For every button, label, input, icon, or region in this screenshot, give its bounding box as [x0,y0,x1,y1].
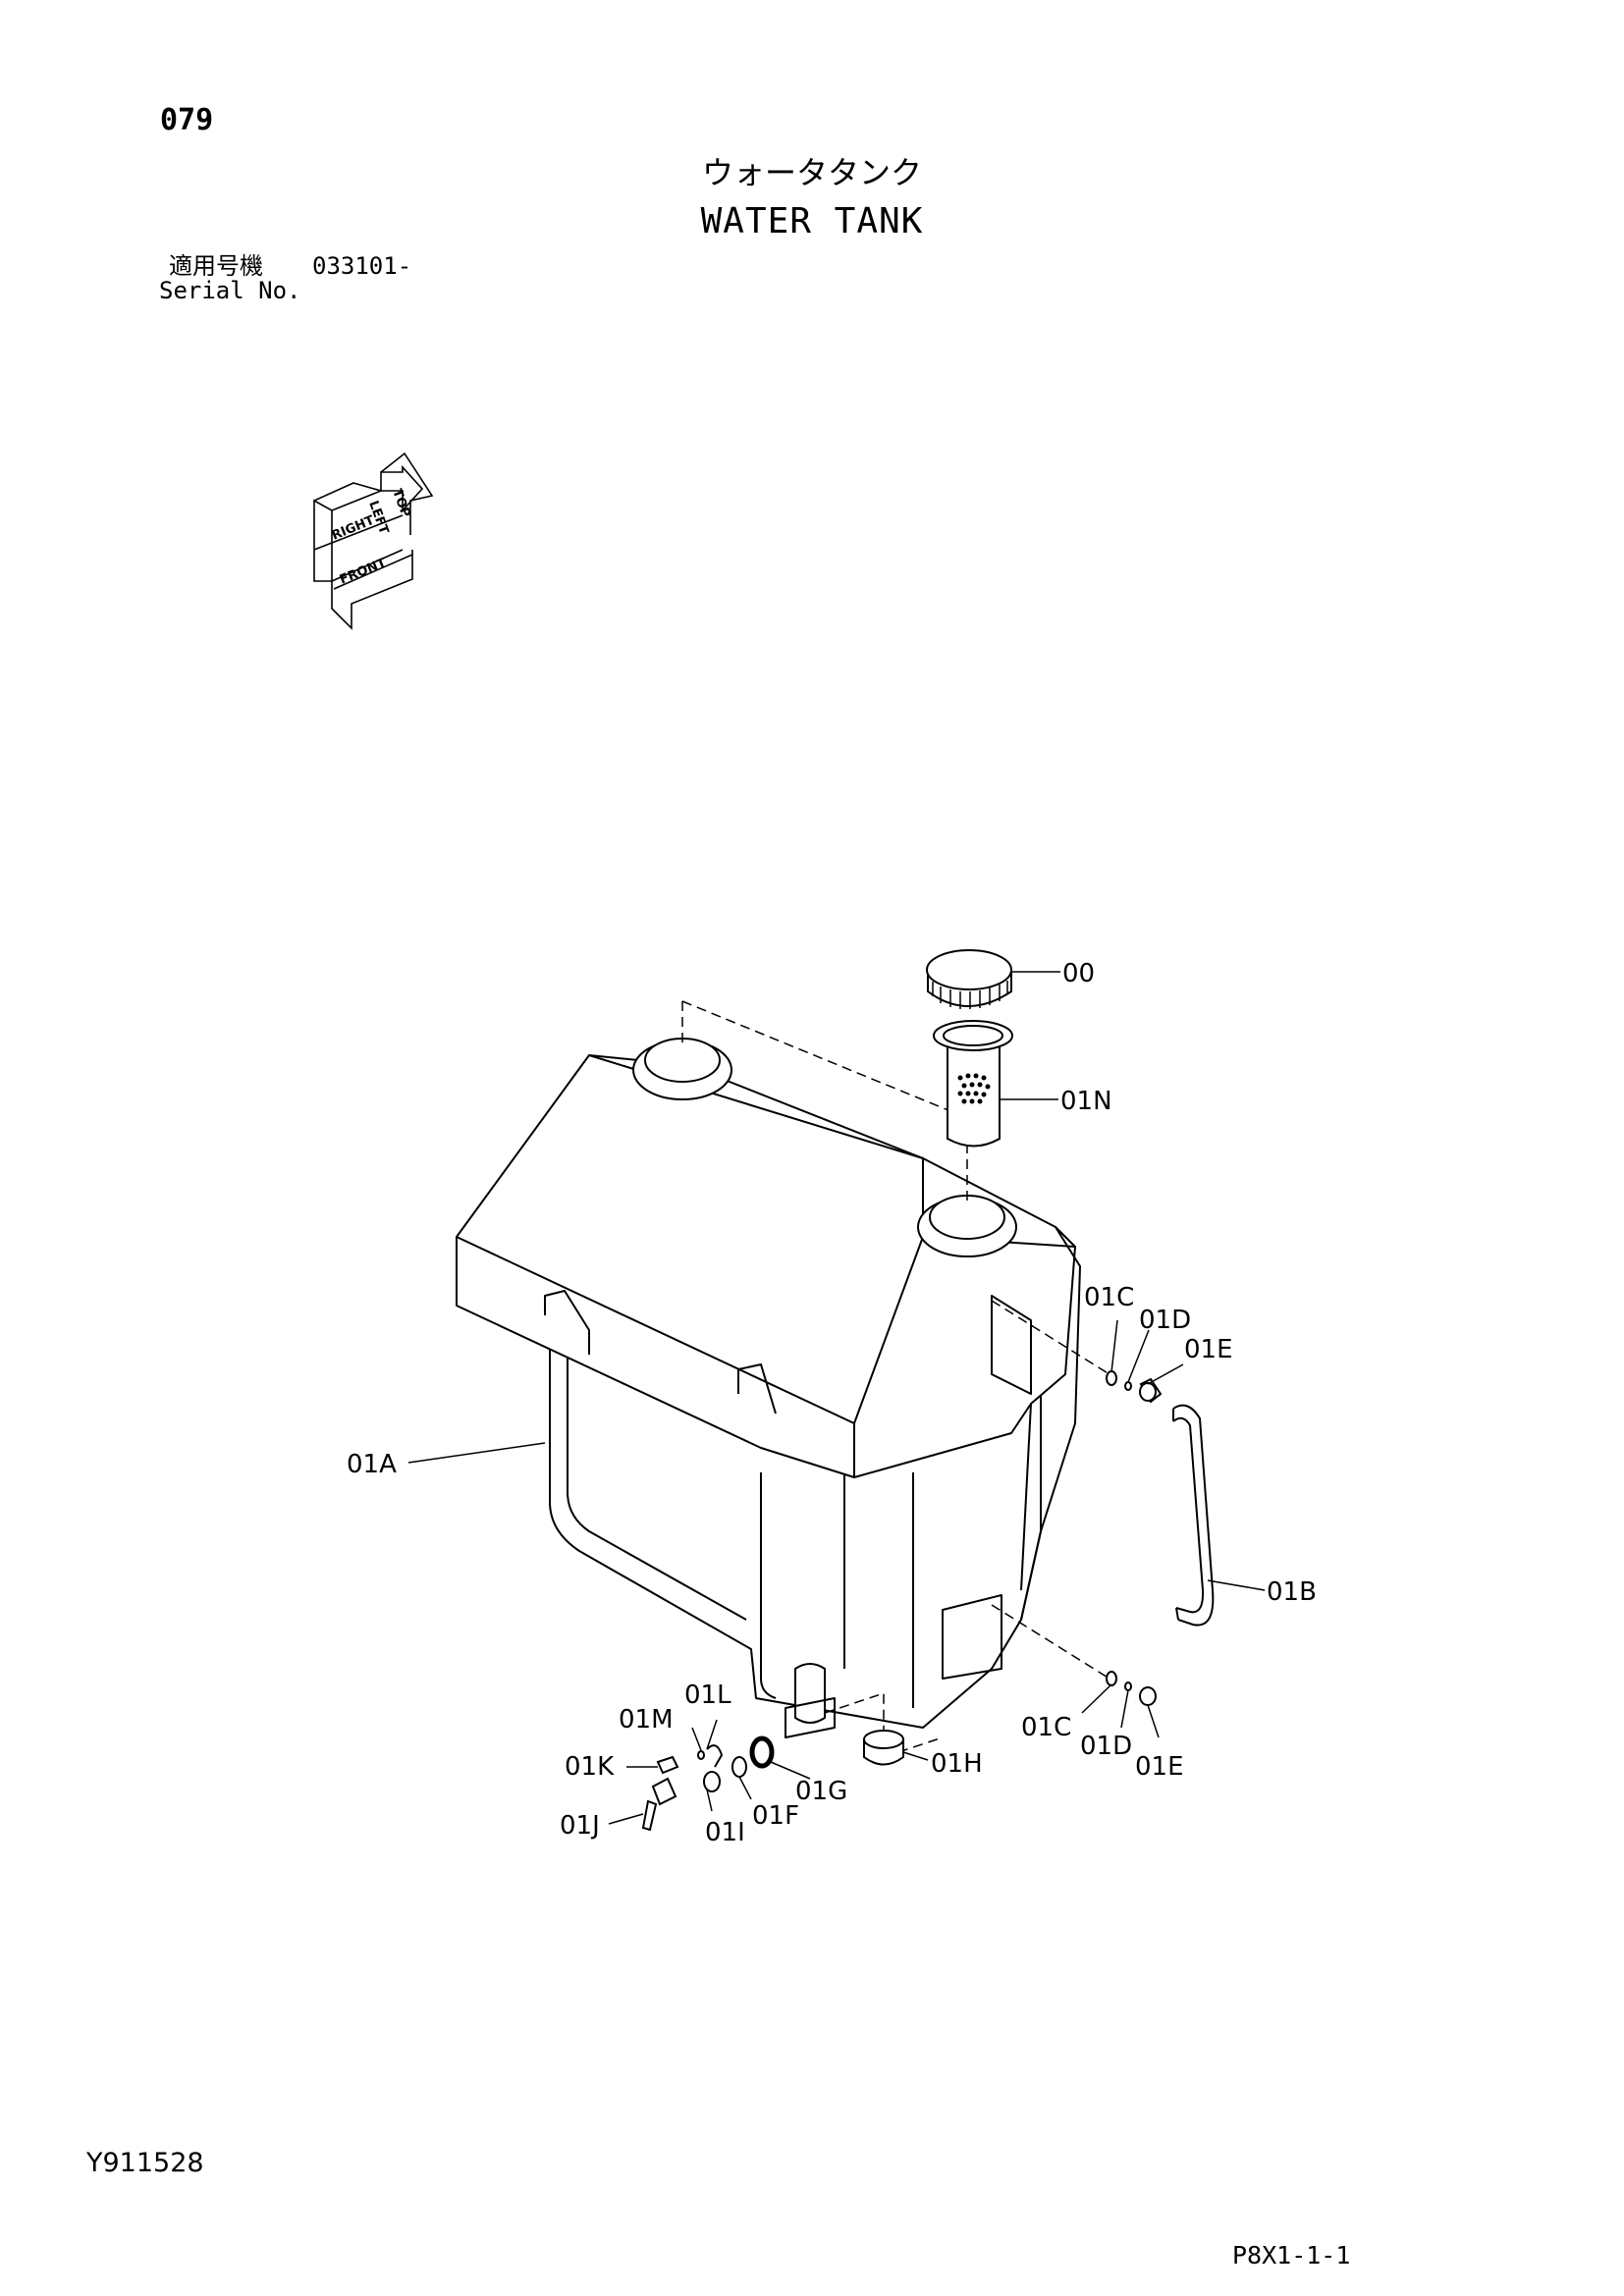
serial-range: 033101- [312,252,412,280]
callout-00: 00 [1062,959,1095,988]
leader-lines [407,971,1266,1825]
callout-01F: 01F [752,1801,799,1831]
fittings-lower [1106,1671,1157,1706]
callout-01I: 01I [705,1818,745,1847]
callout-01C-upper: 01C [1084,1283,1134,1312]
callout-01C-lower: 01C [1021,1713,1071,1742]
fittings-upper [1106,1370,1163,1404]
callout-01J: 01J [560,1811,600,1841]
drain-parts [641,1730,904,1832]
callout-01N: 01N [1060,1087,1112,1116]
callout-01B: 01B [1267,1577,1317,1607]
callout-01M: 01M [619,1705,674,1735]
page-title-japanese: ウォータタンク [701,154,922,191]
callout-01E-lower: 01E [1135,1752,1184,1782]
compass-label-right: RIGHT [330,513,377,544]
callout-01H: 01H [931,1749,983,1779]
alignment-lines [681,1000,1110,1759]
water-tank-body [456,1038,1081,1738]
callout-01E-upper: 01E [1184,1335,1233,1364]
serial-label-japanese: 適用号機 [169,252,263,280]
callout-01A: 01A [347,1450,397,1479]
callout-01K: 01K [565,1752,615,1782]
callout-labels: 00 01N 01C 01D 01E 01A 01B 01C 01D 01E 0… [347,959,1317,1847]
callout-01G: 01G [795,1777,847,1806]
cap-part [926,949,1012,1009]
orientation-compass: TOP LEFT RIGHT FRONT [313,452,434,630]
page-title: WATER TANK [700,201,924,241]
strainer-part [933,1020,1013,1148]
compass-label-front: FRONT [338,556,389,588]
callout-01D-upper: 01D [1139,1306,1191,1335]
page-number: 079 [160,103,214,137]
figure-number: Y911528 [86,2148,204,2178]
serial-label: Serial No. [159,277,301,304]
callout-01L: 01L [684,1681,731,1710]
hose-part [1172,1404,1215,1627]
callout-01D-lower: 01D [1080,1732,1132,1761]
sheet-reference: P8X1-1-1 [1232,2241,1351,2269]
